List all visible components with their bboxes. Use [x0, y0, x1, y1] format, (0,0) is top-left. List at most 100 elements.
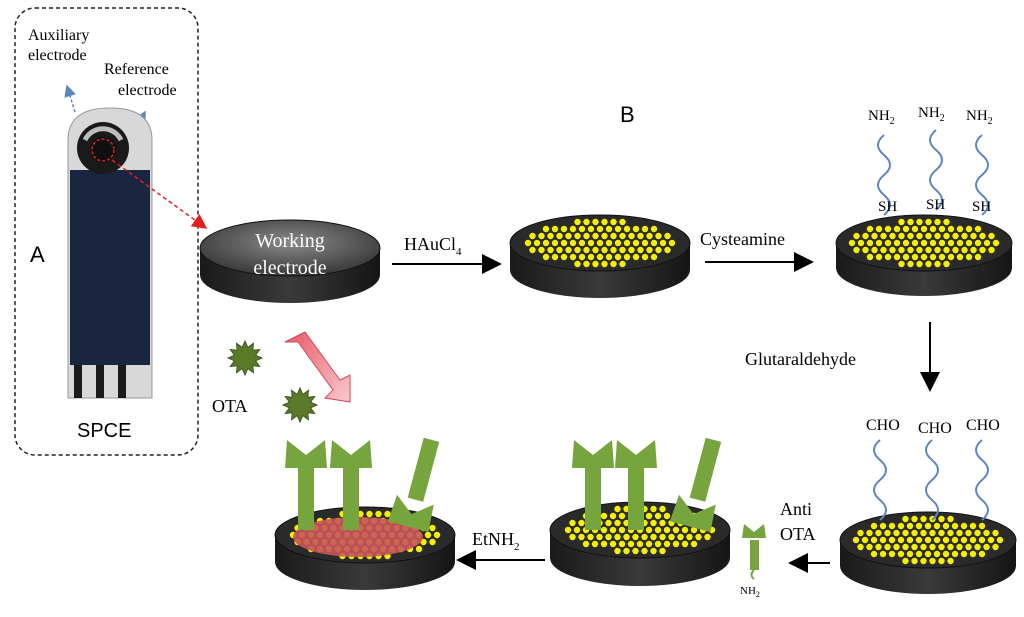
gold-nanoparticle — [870, 536, 878, 544]
gold-nanoparticle — [592, 246, 599, 254]
gold-nanoparticle — [551, 239, 559, 247]
aldehyde-group-label: CHO — [966, 417, 1000, 434]
gold-nanoparticle — [934, 218, 941, 226]
gold-nanoparticle — [600, 526, 608, 534]
gold-nanoparticle — [897, 536, 905, 544]
panel-a: Auxiliary electrode Reference electrode … — [14, 7, 208, 456]
gold-nanoparticle — [551, 253, 559, 261]
gold-nanoparticle — [601, 246, 608, 254]
cysteamine-disk — [835, 214, 1013, 296]
gold-nanoparticle — [668, 533, 675, 541]
gold-nanoparticle — [529, 232, 536, 240]
gold-nanoparticle — [569, 253, 577, 261]
gold-nanoparticle — [538, 246, 545, 254]
gold-nanoparticle — [951, 550, 959, 558]
gold-nanoparticle — [560, 239, 568, 247]
gold-nanoparticle — [952, 246, 959, 254]
gold-nanoparticle — [605, 533, 612, 541]
gold-nanoparticle — [627, 540, 635, 548]
gold-nanoparticle — [947, 529, 954, 537]
gold-nanoparticle — [879, 550, 887, 558]
gold-nanoparticle — [551, 225, 559, 233]
gold-nanoparticle — [645, 512, 653, 520]
linker-chain — [929, 129, 943, 211]
etnh2-blocking-layer — [293, 517, 423, 557]
gold-nanoparticle — [871, 246, 878, 254]
gold-nanoparticle — [916, 232, 923, 240]
working-electrode-highlight — [91, 138, 115, 162]
gold-nanoparticle — [641, 547, 648, 555]
reference-label-line2: electrode — [118, 82, 177, 99]
gold-nanoparticle — [906, 522, 914, 530]
free-antibody-amine-label: NH2 — [740, 585, 760, 599]
gold-nanoparticle — [574, 260, 581, 268]
gold-nanoparticle — [565, 246, 572, 254]
gold-nanoparticle — [902, 515, 909, 523]
gold-nanoparticle — [925, 218, 932, 226]
gold-nanoparticle — [915, 522, 923, 530]
gold-nanoparticle — [560, 225, 568, 233]
gold-nanoparticle — [605, 519, 612, 527]
gold-nanoparticle — [992, 543, 999, 551]
gold-nanoparticle — [663, 512, 671, 520]
gold-nanoparticle — [650, 253, 658, 261]
gold-nanoparticle — [979, 232, 986, 240]
gold-nanoparticle — [596, 225, 604, 233]
gold-nanoparticle — [938, 529, 945, 537]
gold-nanoparticle — [433, 531, 441, 539]
gold-nanoparticle — [902, 529, 909, 537]
gold-nanoparticle — [942, 550, 950, 558]
gold-nanoparticle — [934, 260, 941, 268]
gold-nanoparticle — [875, 239, 883, 247]
linker-chain — [877, 134, 891, 216]
gold-nanoparticle — [902, 543, 909, 551]
gold-nanoparticle — [970, 232, 977, 240]
gold-nanoparticle — [664, 246, 671, 254]
antibody-icon — [387, 437, 440, 533]
gold-nanoparticle — [870, 550, 878, 558]
gold-nanoparticle — [906, 550, 914, 558]
gold-nanoparticle — [578, 239, 586, 247]
gold-nanoparticle — [573, 526, 581, 534]
gold-nanoparticle — [650, 225, 658, 233]
aldehyde-group-label: CHO — [918, 420, 952, 437]
gold-nanoparticle — [888, 536, 896, 544]
gold-nanoparticle — [659, 519, 666, 527]
gold-nanoparticle — [992, 529, 999, 537]
linker-chain — [925, 439, 939, 521]
gold-nanoparticle — [587, 225, 595, 233]
gold-nanoparticle — [664, 232, 671, 240]
binding-arrow — [284, 331, 351, 403]
gold-nanoparticle — [578, 253, 586, 261]
gold-nanoparticle — [956, 529, 963, 537]
gold-nanoparticle — [605, 225, 613, 233]
gold-nanoparticle — [587, 253, 595, 261]
gold-nanoparticle — [654, 526, 662, 534]
gold-nanoparticle — [628, 232, 635, 240]
gold-nanoparticle — [619, 246, 626, 254]
gold-nanoparticle — [947, 515, 954, 523]
gold-nanoparticle — [623, 253, 631, 261]
gold-nanoparticle — [857, 543, 864, 551]
gold-nanoparticle — [938, 239, 946, 247]
gold-nanoparticle — [672, 540, 680, 548]
gold-nanoparticle — [956, 239, 964, 247]
gold-nanoparticle — [906, 536, 914, 544]
gold-nanoparticle — [569, 533, 576, 541]
gold-nanoparticle — [933, 522, 941, 530]
gold-nanoparticle — [947, 557, 954, 565]
gold-nanoparticle — [637, 232, 644, 240]
gold-nanoparticle — [574, 232, 581, 240]
gold-nanoparticle — [556, 232, 563, 240]
gold-nanoparticle — [983, 529, 990, 537]
glutaraldehyde-linkers — [873, 439, 989, 521]
gold-nanoparticle — [965, 543, 972, 551]
thiol-group-label: SH — [878, 199, 897, 215]
gold-nanoparticle — [983, 543, 990, 551]
gold-nanoparticle — [659, 533, 666, 541]
gold-nanoparticle — [970, 246, 977, 254]
gold-nanoparticle — [938, 253, 946, 261]
gold-nanoparticle — [618, 540, 626, 548]
gold-nanoparticle — [677, 533, 684, 541]
hauclx-subscript: 4 — [456, 246, 462, 258]
